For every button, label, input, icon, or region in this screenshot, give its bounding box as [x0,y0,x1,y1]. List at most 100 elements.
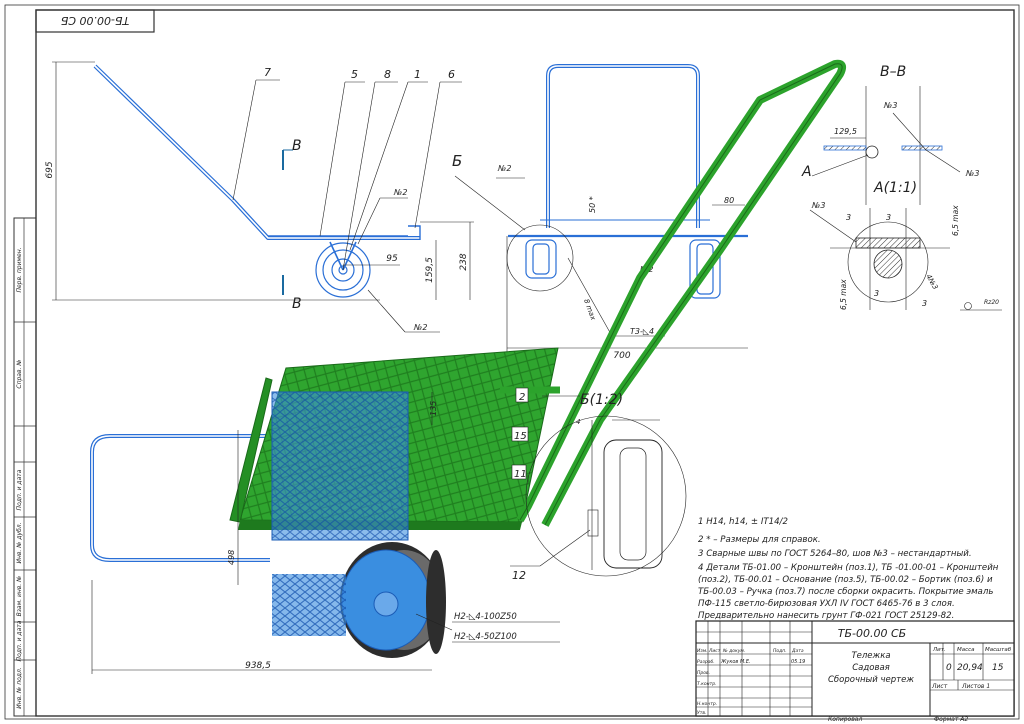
title-name-1: Тележка [851,651,890,661]
side-col-1: Перв. примен. [16,247,23,292]
dim-50: 50 * [588,196,597,213]
col-label-0: Лист [708,648,721,654]
callout-12: 12 [512,569,526,582]
dim-695: 695 [45,161,55,178]
detail-b: Б(1:2) 4 12 [510,392,687,582]
weld-2-a: №2 [393,188,407,197]
note-2: 2 * – Размеры для справок. [698,535,821,545]
view-a-mark: А [801,164,812,180]
callout-5: 5 [351,68,358,81]
dim-238: 238 [459,253,469,270]
dim-3-b: 3 [886,213,891,222]
dim-6-5-max-2: 6,5 max [839,279,848,310]
col-label-3: Дата [791,648,804,654]
title-name-3: Сборочный чертеж [828,675,914,685]
top-stamp: ТБ-00.00 СБ [35,9,155,33]
developer-name: Жуков М.Е. [720,659,751,665]
side-col-2: Справ. № [16,359,23,388]
view-b-mark: Б [452,152,462,170]
weld-h2-a: Н2-◺4-100Z50 [454,612,517,622]
row-label-4: Н.контр. [697,701,717,707]
row-label-5: Утв. [697,710,706,716]
sheets-label: Листов 1 [961,683,990,690]
title-block: ТБ-00.00 СБ Тележка Садовая Сборочный че… [695,620,1015,717]
isometric-view: 2 15 11 135 498 938,5 Н2-◺4-100Z50 Н2-◺4… [90,59,847,674]
dim-4: 4 [576,418,580,426]
note-5: (поз.2), ТБ-00.01 – Основание (поз.5), Т… [698,575,993,585]
row-label-3: Т.контр. [697,681,717,687]
note-6: ТБ-00.03 – Ручка (поз.7) после сборки ок… [698,587,993,597]
detail-a: А(1:1) 3 3 3 3 6,5 max 6,5 max №3 4№3 Rz… [809,180,1002,311]
dim-8max: 8 max [582,298,597,322]
callout-15: 15 [514,431,527,442]
side-col-7: Инв. № подл. [16,667,23,708]
dim-6-5-max-1: 6,5 max [951,205,960,236]
weld-3-c: №3 [811,201,825,210]
side-col-3: Подп. и дата [16,469,23,510]
note-8: Предварительно нанесить грунт ГФ-021 ГОС… [698,611,954,621]
dim-95: 95 [386,254,398,264]
dim-3-c: 3 [874,289,879,298]
weld-2-b: №2 [413,323,427,332]
technical-notes: 1 Н14, h14, ± IT14/2 2 * – Размеры для с… [698,517,999,621]
develop-date: 05.19 [791,659,805,665]
side-col-6: Подп. и дата [16,620,23,661]
title-name-2: Садовая [852,663,890,673]
row-label-0: Изм. [697,648,708,654]
format-label: Формат А2 [934,716,968,723]
side-columns: Перв. примен. Справ. № Подп. и дата Инв.… [13,217,37,717]
dim-700: 700 [613,351,630,361]
section-b-b: В–В 129,5 №3 №3 А [801,64,979,205]
detail-a-label: А(1:1) [873,180,917,196]
mass-value: 20,94 [957,663,983,673]
weld-h2-b: Н2-◺4-50Z100 [454,632,517,642]
dim-135: 135 [429,401,438,416]
outer-frame [4,4,1020,720]
lit-label: Лит. [932,647,946,653]
scale-label: Масштаб [985,647,1012,653]
dim-3-a: 3 [846,213,851,222]
note-1: 1 Н14, h14, ± IT14/2 [698,517,788,527]
callout-1: 1 [414,68,421,81]
front-view: 700 50 * 80 Б №2 №2 8 max Т3-◺4 [452,64,748,361]
cut-mark-top: В [292,138,302,154]
lit-value: 0 [946,663,952,673]
sheet-label: Лист [931,683,948,690]
note-4: 4 Детали ТБ-01.00 – Кронштейн (поз.1), Т… [698,563,999,573]
side-col-4: Инв. № дубл. [16,522,23,563]
title-designation: ТБ-00.00 СБ [838,627,906,640]
callout-6: 6 [448,68,455,81]
dim-159-5: 159,5 [425,257,435,283]
weld-t3: Т3-◺4 [630,327,654,336]
top-stamp-text: ТБ-00.00 СБ [61,14,129,27]
weld-4: 4№3 [924,273,939,291]
col-label-1: № докум. [722,648,745,654]
section-b-b-label: В–В [880,64,906,80]
col-label-2: Подп. [773,648,787,654]
weld-3-b: №3 [965,169,979,178]
mass-label: Масса [957,647,975,653]
row-label-2: Пров. [697,670,710,676]
cut-mark-bottom: В [292,296,302,312]
callout-11: 11 [514,469,527,480]
callout-8: 8 [384,68,391,81]
detail-b-label: Б(1:2) [580,392,623,408]
copied-label: Копировал [828,716,862,723]
side-col-5: Взам. инв. № [16,576,23,617]
dim-938-5: 938,5 [245,661,271,671]
dim-3-d: 3 [922,299,927,308]
callout-7: 7 [264,66,271,79]
note-3: 3 Сварные швы по ГОСТ 5264–80, шов №3 – … [698,549,972,559]
weld-3-a: №3 [883,101,897,110]
side-view: 695 238 159,5 95 В В 7 5 8 1 6 №2 №2 [45,61,474,333]
weld-2-c: №2 [497,164,511,173]
note-7: ПФ-115 светло-бирюзовая УХЛ IV ГОСТ 6465… [698,599,955,609]
dim-498: 498 [227,550,236,565]
dim-80: 80 [724,196,734,205]
dim-129-5: 129,5 [834,127,857,136]
callout-2: 2 [519,392,525,403]
roughness: Rz20 [984,299,999,306]
row-label-1: Разраб. [697,659,715,665]
scale-value: 15 [992,663,1004,673]
